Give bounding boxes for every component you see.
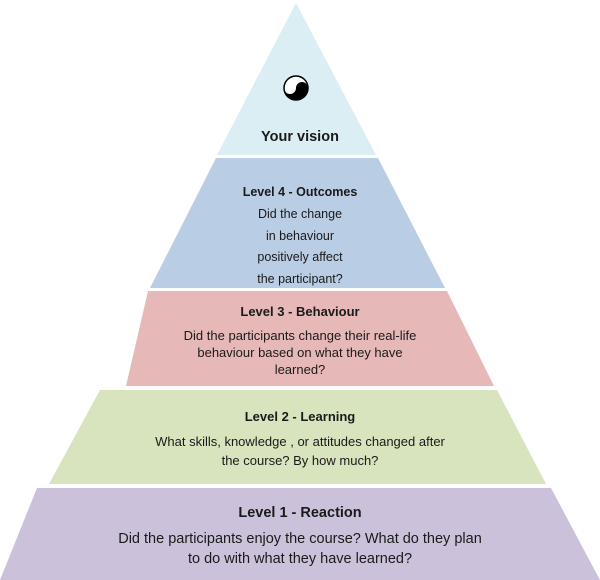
level-1-title: Level 1 - Reaction (238, 505, 362, 521)
level-2-description: What skills, knowledge , or attitudes ch… (0, 432, 600, 470)
yin-yang-icon (283, 75, 309, 101)
level-3-tier (126, 291, 494, 386)
text-line: the participant? (257, 271, 343, 286)
level-1-tier (0, 488, 600, 580)
level-3-description: Did the participants change their real-l… (0, 327, 600, 378)
text-line: What skills, knowledge , or attitudes ch… (155, 434, 445, 449)
text-line: the course? By how much? (221, 453, 379, 468)
text-line: in behaviour (265, 228, 335, 243)
text-line: positively affect (257, 250, 343, 264)
level-4-description: Did the change in behaviour positively a… (0, 204, 600, 290)
text-line: behaviour based on what they have (197, 345, 403, 360)
level-4-tier (150, 158, 445, 288)
vision-title: Your vision (261, 129, 339, 145)
text-line: to do with what they have learned? (187, 551, 413, 567)
text-line: learned? (274, 362, 326, 377)
text-line: Did the participants change their real-l… (183, 328, 417, 343)
text-line: Did the participants enjoy the course? W… (118, 531, 482, 547)
level-1-description: Did the participants enjoy the course? W… (0, 529, 600, 569)
level-2-title: Level 2 - Learning (244, 409, 356, 424)
level-2-tier (49, 390, 546, 484)
text-line: Did the change (257, 207, 343, 221)
level-3-title: Level 3 - Behaviour (240, 304, 360, 319)
level-4-title: Level 4 - Outcomes (242, 185, 358, 199)
